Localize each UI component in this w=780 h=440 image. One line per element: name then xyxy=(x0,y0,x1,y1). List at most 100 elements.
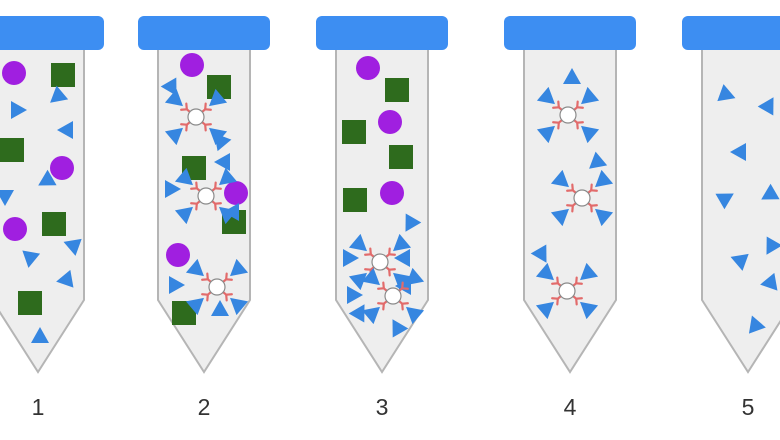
bound-triangle xyxy=(535,301,554,320)
purple-circle xyxy=(378,110,402,134)
bound-triangle xyxy=(348,272,367,291)
bound-triangle xyxy=(230,297,249,316)
blue-triangle xyxy=(563,68,581,84)
blue-triangle xyxy=(211,300,229,316)
tube-4: 4 xyxy=(504,16,636,420)
bound-triangle xyxy=(406,306,425,325)
green-square xyxy=(18,291,42,315)
bead xyxy=(208,278,226,296)
bound-triangle xyxy=(580,301,599,320)
bound-triangle xyxy=(550,208,569,227)
blue-triangle xyxy=(761,183,780,200)
blue-triangle xyxy=(530,244,547,263)
blue-triangle xyxy=(748,315,766,334)
tube-1-label: 1 xyxy=(32,394,45,420)
bound-triangle xyxy=(581,125,600,144)
green-square xyxy=(385,78,409,102)
tube-cap xyxy=(0,16,104,50)
blue-triangle xyxy=(63,238,82,256)
tube-4-contents xyxy=(530,68,614,320)
bead-complex xyxy=(174,167,238,225)
bound-triangle xyxy=(185,258,204,277)
blue-triangle xyxy=(57,121,73,139)
blue-triangle xyxy=(347,286,363,304)
bead-complex xyxy=(536,86,600,144)
green-square xyxy=(342,120,366,144)
tube-2-label: 2 xyxy=(198,394,211,420)
bound-triangle xyxy=(536,86,555,105)
blue-triangle xyxy=(394,249,410,267)
tube-cap xyxy=(682,16,780,50)
blue-triangle xyxy=(169,276,185,294)
bound-triangle xyxy=(209,88,228,107)
blue-triangle xyxy=(766,236,780,255)
tube-3-label: 3 xyxy=(376,394,389,420)
bound-triangle xyxy=(164,127,183,146)
green-square xyxy=(389,145,413,169)
bead xyxy=(558,282,576,300)
bead xyxy=(187,108,205,126)
bead-complex xyxy=(535,262,599,320)
bead xyxy=(197,187,215,205)
blue-triangle xyxy=(343,249,359,267)
bound-triangle xyxy=(219,167,238,186)
bead xyxy=(573,189,591,207)
bound-triangle xyxy=(580,262,599,281)
blue-triangle xyxy=(160,77,177,96)
blue-triangle xyxy=(348,304,365,323)
blue-triangle xyxy=(56,269,74,288)
bead-complex xyxy=(164,88,228,146)
blue-triangle xyxy=(165,180,181,198)
tube-1-contents xyxy=(0,61,82,343)
tube-body xyxy=(701,45,780,374)
tube-1: 1 xyxy=(0,16,104,420)
bound-triangle xyxy=(230,258,249,277)
blue-triangle xyxy=(760,272,778,291)
bound-triangle xyxy=(361,267,380,286)
tube-5-label: 5 xyxy=(742,394,755,420)
bound-triangle xyxy=(406,267,425,286)
bead-complex xyxy=(348,233,412,291)
tube-cap xyxy=(138,16,270,50)
green-square xyxy=(343,188,367,212)
bound-triangle xyxy=(581,86,600,105)
tube-5: 5 xyxy=(682,16,780,420)
bound-triangle xyxy=(219,206,238,225)
purple-circle xyxy=(356,56,380,80)
blue-triangle xyxy=(405,213,422,232)
purple-circle xyxy=(224,181,248,205)
purple-circle xyxy=(380,181,404,205)
blue-triangle xyxy=(392,319,409,338)
tube-2-contents xyxy=(160,53,249,325)
blue-triangle xyxy=(31,327,49,343)
purple-circle xyxy=(180,53,204,77)
blue-triangle xyxy=(50,85,69,103)
blue-triangle xyxy=(38,169,57,186)
bound-triangle xyxy=(174,167,193,186)
bound-triangle xyxy=(535,262,554,281)
bound-triangle xyxy=(595,169,614,188)
bound-triangle xyxy=(361,306,380,325)
bead xyxy=(371,253,389,271)
blue-triangle xyxy=(22,250,41,268)
blue-triangle xyxy=(757,97,774,116)
tube-cap xyxy=(504,16,636,50)
bead xyxy=(559,106,577,124)
purple-circle xyxy=(2,61,26,85)
bead xyxy=(384,287,402,305)
blue-triangle xyxy=(589,151,608,169)
purple-circle xyxy=(50,156,74,180)
green-square xyxy=(0,138,24,162)
blue-triangle xyxy=(715,193,734,210)
tube-2: 2 xyxy=(138,16,270,420)
bead-complex xyxy=(361,267,425,325)
purple-circle xyxy=(166,243,190,267)
bound-triangle xyxy=(174,206,193,225)
bound-triangle xyxy=(595,208,614,227)
bound-triangle xyxy=(393,272,412,291)
tube-3-contents xyxy=(342,56,425,338)
bound-triangle xyxy=(209,127,228,146)
bead-complex xyxy=(550,169,614,227)
green-square xyxy=(51,63,75,87)
tube-cap xyxy=(316,16,448,50)
